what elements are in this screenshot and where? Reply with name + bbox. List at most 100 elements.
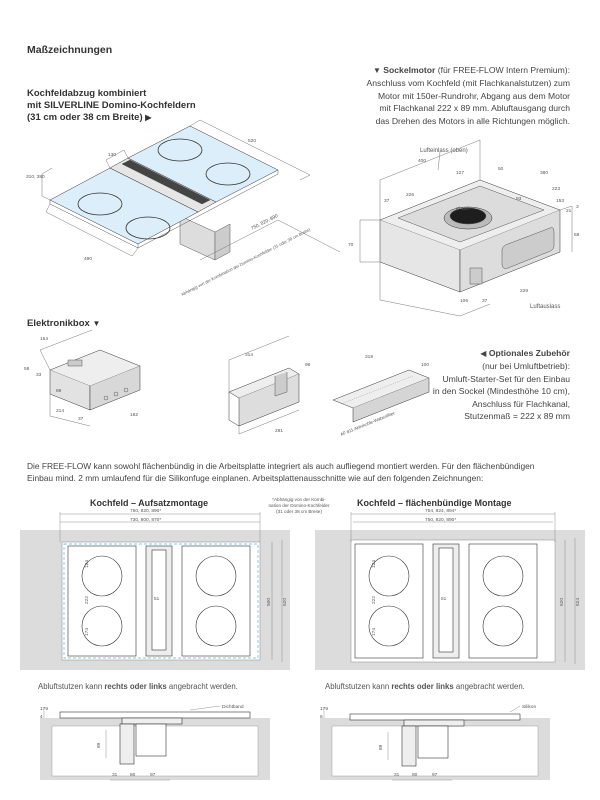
aufsatz-caption-pre: Abluftstutzen kann bbox=[38, 682, 105, 691]
motor-dim-68: 68 bbox=[574, 232, 580, 238]
motor-dim-37b: 37 bbox=[482, 298, 488, 304]
dim-310: 310, 380 bbox=[26, 174, 45, 180]
aufsatz-dim-222: 222 bbox=[84, 596, 90, 604]
box-dim-33: 33 bbox=[36, 372, 42, 378]
buendig-side-dim-6: 6 bbox=[320, 714, 323, 720]
aufsatz-plan: 750, 820, 890* 730, 800, 870* 124 222 17… bbox=[20, 508, 290, 670]
elektronikbox-title: Elektronikbox bbox=[27, 318, 90, 329]
buendig-dim-524: 524 bbox=[575, 598, 581, 606]
buendig-side-dim-89: 89 bbox=[378, 744, 384, 750]
aufsatz-dim-inner: 730, 800, 870* bbox=[130, 517, 161, 523]
aufsatz-side-dim-179: 179 bbox=[40, 706, 48, 712]
aufsatz-side-dim-80: 80 bbox=[130, 772, 136, 778]
aufsatz-dim-51: 51 bbox=[154, 596, 160, 602]
buendig-title: Kochfeld – flächenbündige Montage bbox=[357, 498, 512, 508]
motor-dim-400: 400 bbox=[418, 158, 426, 164]
motor-dim-127: 127 bbox=[456, 170, 464, 176]
buendig-caption-post: angebracht werden. bbox=[453, 682, 525, 691]
kochfeldabzug-heading-line3: (31 cm oder 38 cm Breite) bbox=[27, 112, 143, 123]
box-dim-89: 89 bbox=[56, 388, 62, 394]
motor-dim-153: 153 bbox=[556, 198, 564, 204]
middle-note-line2: nation der Domino-Kochfelder bbox=[268, 503, 330, 508]
sockelmotor-title: Sockelmotor bbox=[383, 65, 436, 75]
luftauslass-label: Luftauslass bbox=[530, 304, 561, 310]
dim-130: 130 bbox=[108, 152, 116, 158]
elektronikbox-drawing: 154 58 33 89 214 37 182 bbox=[24, 329, 141, 427]
aufsatz-side-dim-31: 31 bbox=[112, 772, 118, 778]
buendig-section: 179 6 89 31 80 97 Silikon bbox=[320, 704, 550, 781]
buendig-dim-174: 174 bbox=[371, 628, 377, 636]
box-dim-37: 37 bbox=[78, 416, 84, 422]
buendig-dim-outer: 754, 824, 894* bbox=[425, 508, 456, 514]
buendig-dim-inner: 750, 820, 890* bbox=[425, 517, 456, 523]
buendig-dim-520: 520 bbox=[559, 598, 565, 606]
buendig-side-dim-31: 31 bbox=[394, 772, 400, 778]
buendig-side-dim-97: 97 bbox=[432, 772, 438, 778]
aufsatz-dim-520: 520 bbox=[282, 598, 288, 606]
buendig-side-label: Silikon bbox=[522, 704, 536, 710]
page-title: Maßzeichnungen bbox=[27, 44, 113, 56]
kochfeldabzug-heading-line2: mit SILVERLINE Domino-Kochfeldern bbox=[27, 100, 196, 111]
arrow-right-icon: ▶ bbox=[145, 113, 152, 122]
aufsatz-dim-500: 500 bbox=[266, 598, 272, 606]
set-dim-96: 96 bbox=[305, 362, 311, 368]
arrow-down-icon: ▼ bbox=[92, 319, 101, 328]
sockelmotor-line3: Motor mit 150er-Rundrohr, Abgang aus dem… bbox=[377, 90, 570, 101]
filter-dim-100: 100 bbox=[421, 362, 429, 368]
sockelmotor-line4: mit Flachkanal 222 x 89 mm. Abluftausgan… bbox=[379, 103, 570, 114]
motor-dim-106: 106 bbox=[460, 298, 468, 304]
aufsatz-side-label: Dichtband bbox=[222, 704, 244, 710]
aufsatz-side-dim-97: 97 bbox=[150, 772, 156, 778]
zubehoer-line2: Umluft-Starter-Set für den Einbau bbox=[442, 373, 570, 384]
motor-dim-226: 226 bbox=[406, 192, 414, 198]
box-dim-154: 154 bbox=[40, 336, 48, 342]
zubehoer-line1: (nur bei Umluftbetrieb): bbox=[482, 361, 570, 372]
dim-490: 490 bbox=[84, 256, 92, 262]
set-dim-281: 281 bbox=[275, 428, 283, 434]
motor-vent bbox=[501, 227, 555, 269]
intro-line1: Die FREE-FLOW kann sowohl flächenbündig … bbox=[27, 461, 535, 471]
zubehoer-line3: in den Sockel (Mindesthöhe 10 cm), bbox=[432, 386, 570, 397]
set-dim-314: 314 bbox=[245, 352, 253, 358]
sockelmotor-line5: das Drehen des Motors in alle Richtungen… bbox=[375, 115, 570, 126]
dim-520: 520 bbox=[248, 138, 256, 144]
motor-dim-223: 223 bbox=[552, 186, 560, 192]
middle-note-line3: (31 oder 38 cm Breite) bbox=[276, 509, 322, 514]
filter-dim-319: 319 bbox=[365, 354, 373, 360]
aufsatz-caption-post: angebracht werden. bbox=[166, 682, 238, 691]
motor-dim-93: 93 bbox=[516, 196, 522, 202]
motor-dim-229: 229 bbox=[520, 288, 528, 294]
motor-dim-70: 70 bbox=[348, 242, 354, 248]
lufteinlass-label: Lufteinlass (oben) bbox=[420, 148, 468, 154]
intro-line2: Einbau mind. 2 mm umlaufend für die Sili… bbox=[27, 473, 484, 484]
buendig-side-dim-80: 80 bbox=[412, 772, 418, 778]
sockelmotor-text: ▼ Sockelmotor (für FREE-FLOW Intern Prem… bbox=[290, 64, 570, 127]
box-dim-182: 182 bbox=[130, 412, 138, 418]
motor-dim-3: 3 bbox=[576, 204, 579, 210]
zubehoer-line4: Anschluss für Flachkanal, bbox=[472, 398, 570, 409]
motor-dim-50: 50 bbox=[498, 166, 504, 172]
zubehoer-drawing: 314 96 281 319 100 AF 811 Aktivkohle-Wab… bbox=[228, 335, 430, 437]
buendig-caption-bold: rechts oder links bbox=[391, 682, 454, 691]
motor-dim-380: 380 bbox=[540, 170, 548, 176]
sockelmotor-line1: (für FREE-FLOW Intern Premium): bbox=[435, 65, 570, 75]
aufsatz-title: Kochfeld – Aufsatzmontage bbox=[90, 498, 209, 508]
aufsatz-caption-bold: rechts oder links bbox=[104, 682, 167, 691]
zubehoer-title: Optionales Zubehör bbox=[488, 348, 570, 358]
kochfeldabzug-heading-line1: Kochfeldabzug kombiniert bbox=[27, 88, 147, 99]
buendig-caption: Abluftstutzen kann rechts oder links ang… bbox=[325, 682, 525, 691]
aufsatz-dim-outer: 750, 820, 890* bbox=[130, 508, 161, 514]
zubehoer-text: ◀ Optionales Zubehör (nur bei Umluftbetr… bbox=[370, 347, 570, 422]
elektronikbox-heading: Elektronikbox ▼ bbox=[27, 318, 100, 329]
sockelmotor-line2: Anschluss vom Kochfeld (mit Flachkanalst… bbox=[366, 78, 570, 89]
aufsatz-dim-174: 174 bbox=[84, 628, 90, 636]
zubehoer-line5: Stutzenmaß = 222 x 89 mm bbox=[464, 411, 570, 422]
middle-note-line1: *Abhängig von der Kombi- bbox=[272, 497, 326, 502]
kochfeldabzug-heading: Kochfeldabzug kombiniert mit SILVERLINE … bbox=[27, 88, 196, 124]
aufsatz-dim-124: 124 bbox=[84, 560, 90, 568]
aufsatz-side-dim-4: 4 bbox=[40, 714, 43, 720]
buendig-caption-pre: Abluftstutzen kann bbox=[325, 682, 392, 691]
buendig-dim-222: 222 bbox=[371, 596, 377, 604]
dim-750: 750, 820, 890 bbox=[250, 213, 279, 232]
sockelmotor-drawing: 400 127 50 380 37 226 223 93 153 21 3 68… bbox=[348, 139, 580, 317]
